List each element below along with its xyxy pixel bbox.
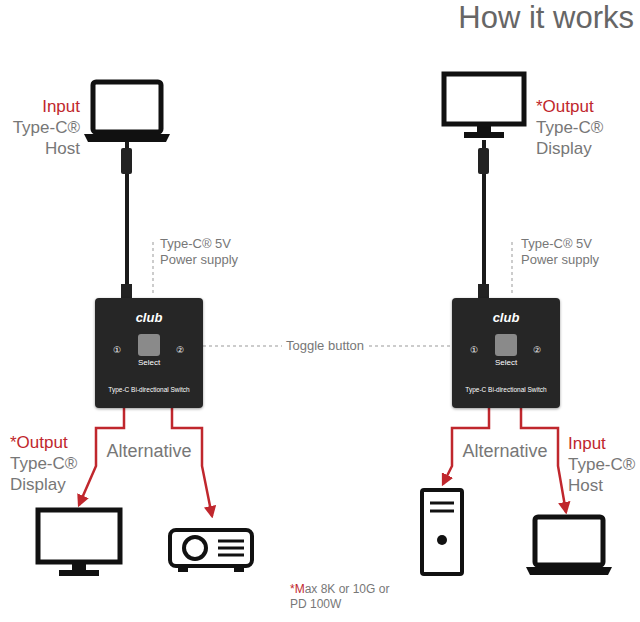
brand-logo: club (95, 310, 203, 325)
switch-box: club ① Select ② Type-C Bi-directional Switch (452, 298, 560, 408)
tower-pc-icon (422, 490, 462, 574)
switch-box: club ① Select ② Type-C Bi-directional Switch (95, 298, 203, 408)
alternative-arrow (172, 408, 212, 516)
port-type-label: Type-C® Host (0, 117, 80, 159)
title: How it works (458, 0, 634, 36)
laptop-icon (84, 82, 170, 142)
device-name: Type-C Bi-directional Switch (452, 386, 560, 393)
laptop-icon (526, 517, 612, 575)
brand-logo: club (452, 310, 560, 325)
port-number: ① (470, 345, 478, 355)
port-type-label: Type-C® Host (568, 454, 636, 496)
device-node: *OutputType-C® Display (36, 508, 122, 576)
power-supply-note: Type-C® 5V Power supply (160, 236, 252, 269)
port-type-label: Type-C® Display (10, 453, 90, 495)
footnote: *Max 8K or 10G or PD 100W (290, 582, 390, 612)
usb-c-plug (478, 148, 489, 174)
device-node: InputType-C® Host (530, 515, 608, 575)
port-number: ② (533, 345, 541, 355)
port-number: ① (113, 345, 121, 355)
power-supply-note: Type-C® 5V Power supply (521, 236, 613, 269)
device-name: Type-C Bi-directional Switch (95, 386, 203, 393)
alternative-label: Alternative (455, 440, 555, 463)
toggle-button-note: Toggle button (286, 338, 364, 354)
port-type-label: Type-C® Display (536, 117, 636, 159)
button-label: Select (95, 358, 203, 367)
role-label: *Output (10, 432, 90, 453)
monitor-icon (38, 510, 120, 576)
role-label: Input (0, 96, 80, 117)
usb-c-plug (121, 148, 132, 174)
toggle-button (138, 334, 160, 356)
leader-line (512, 242, 513, 296)
device-label: InputType-C® Host (568, 433, 636, 496)
device-label: *OutputType-C® Display (10, 432, 90, 495)
role-label: Input (568, 433, 636, 454)
button-label: Select (452, 358, 560, 367)
alternative-label: Alternative (99, 440, 199, 463)
toggle-button (495, 334, 517, 356)
projector-icon (170, 530, 252, 572)
leader-line (153, 242, 154, 296)
device-node: InputType-C® Host (88, 80, 166, 142)
role-label: *Output (536, 96, 636, 117)
device-label: *OutputType-C® Display (536, 96, 636, 159)
device-node: *OutputType-C® Display (442, 72, 526, 140)
monitor-icon (444, 74, 524, 138)
device-label: InputType-C® Host (0, 96, 80, 159)
port-number: ② (176, 345, 184, 355)
